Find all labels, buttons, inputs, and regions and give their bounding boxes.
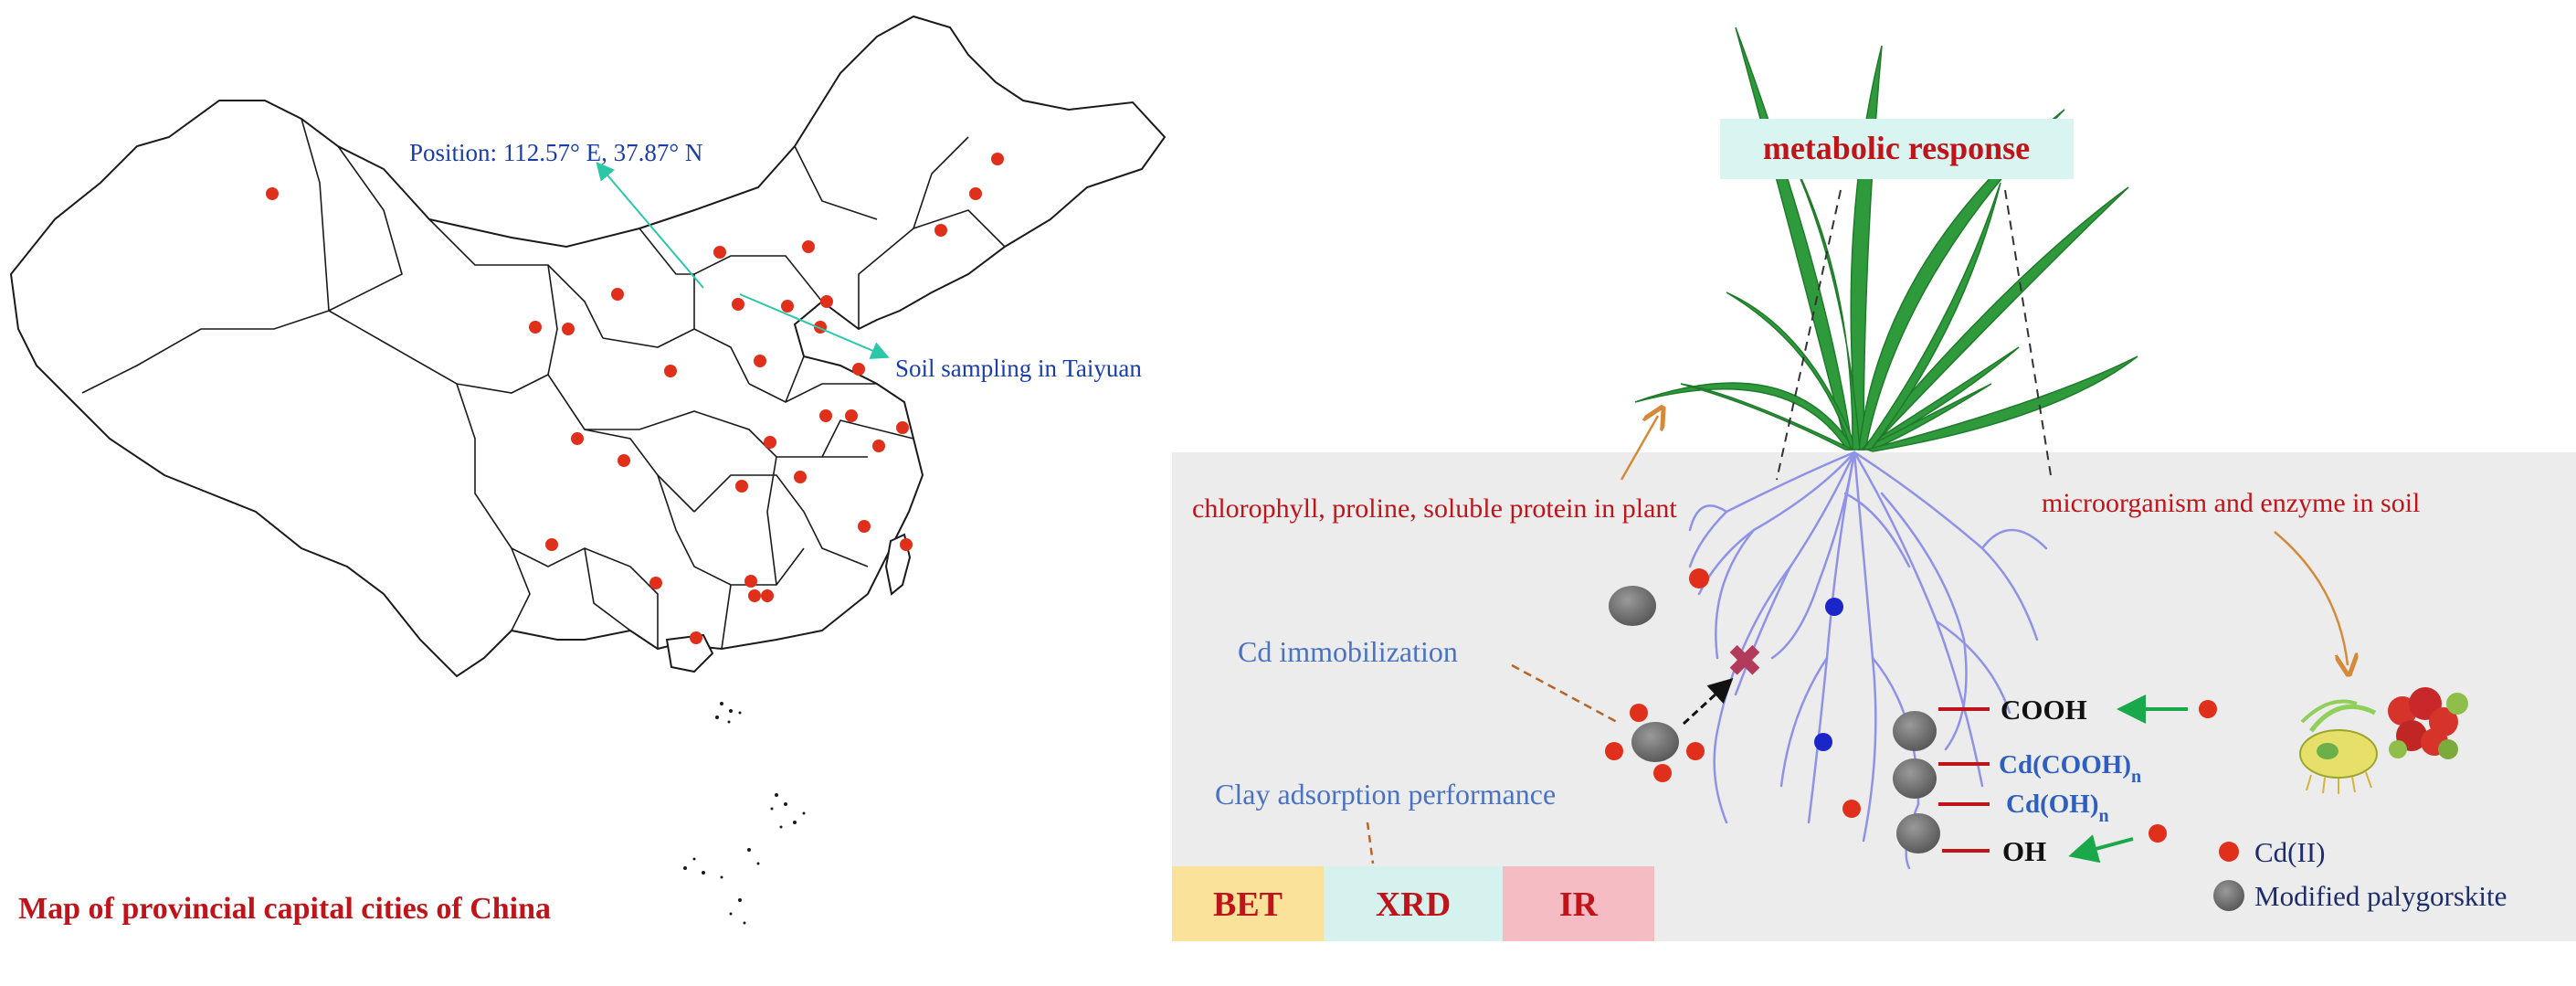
legend-cd-label: Cd(II) — [2254, 836, 2325, 868]
capital-marker — [744, 575, 757, 588]
capital-marker — [618, 454, 630, 467]
mechanism-schematic: metabolic response chlorophyll, prolin — [1172, 27, 2576, 941]
xrd-box — [1324, 866, 1503, 941]
oh-label: OH — [2002, 835, 2046, 867]
soil-panel — [1172, 452, 2576, 941]
ir-label: IR — [1559, 885, 1599, 924]
bet-label: BET — [1213, 885, 1283, 924]
south-sea-islands — [683, 702, 806, 925]
root-system — [1688, 451, 2048, 870]
capital-marker — [266, 187, 279, 200]
sampling-arrow — [739, 293, 890, 359]
hainan-outline — [665, 633, 714, 673]
province-borders — [81, 118, 1006, 650]
capital-marker — [794, 471, 807, 483]
metabolic-link-right — [2004, 189, 2052, 476]
capital-marker — [764, 436, 776, 449]
adsorption-link — [1366, 822, 1375, 864]
capital-marker — [896, 421, 909, 434]
plant-shoot — [1634, 27, 2138, 452]
capital-marker — [845, 409, 858, 422]
capital-marker — [562, 323, 575, 335]
capital-marker — [529, 321, 542, 334]
capital-marker — [735, 480, 748, 493]
cd-ions — [1605, 568, 2217, 843]
capital-markers — [266, 153, 1004, 644]
china-outline — [9, 15, 1167, 678]
soil-biology-arrow — [2274, 531, 2348, 665]
china-map: Position: 112.57° E, 37.87° N Soil sampl… — [9, 15, 1167, 926]
uptake-arrow — [1682, 677, 1734, 726]
cd-cooh-label: Cd(COOH)n — [1999, 750, 2141, 787]
capital-marker — [852, 363, 865, 376]
clay-adsorption-label: Clay adsorption performance — [1215, 778, 1556, 811]
capital-marker — [732, 298, 744, 311]
map-title: Map of provincial capital cities of Chin… — [18, 892, 551, 926]
ir-box — [1503, 866, 1654, 941]
position-arrow — [596, 161, 704, 289]
capital-marker — [571, 432, 584, 445]
capital-marker — [969, 187, 982, 200]
capital-marker — [934, 224, 947, 237]
capital-marker — [611, 288, 624, 301]
cooh-label: COOH — [2001, 694, 2087, 726]
clay-particles — [1609, 586, 1940, 853]
xrd-label: XRD — [1376, 885, 1451, 924]
capital-marker — [664, 365, 677, 377]
cd-oh-label: Cd(OH)n — [2006, 790, 2109, 826]
capital-marker — [872, 440, 885, 452]
soil-biology-label: microorganism and enzyme in soil — [2042, 488, 2420, 518]
capital-marker — [991, 153, 1004, 165]
legend-clay-swatch — [2213, 880, 2244, 911]
plant-indices-arrow — [1620, 416, 1658, 481]
capital-marker — [690, 631, 702, 644]
position-label: Position: 112.57° E, 37.87° N — [409, 139, 702, 166]
capital-marker — [781, 300, 794, 313]
legend-cd-swatch — [2219, 842, 2239, 862]
oh-binding-arrow — [2068, 834, 2134, 864]
metabolic-box — [1720, 119, 2074, 179]
capital-marker — [900, 538, 913, 551]
metabolic-link-left — [1776, 189, 1842, 481]
capital-marker — [820, 295, 833, 308]
sampling-label: Soil sampling in Taiyuan — [895, 355, 1142, 382]
metabolic-label: metabolic response — [1763, 130, 2030, 166]
plant-indices-label: chlorophyll, proline, soluble protein in… — [1192, 493, 1677, 524]
capital-marker — [858, 520, 871, 533]
microorganism-icon — [2299, 687, 2468, 794]
characterization-boxes: BET XRD IR — [1172, 866, 1654, 941]
capital-marker — [649, 577, 662, 589]
bet-box — [1172, 866, 1324, 941]
capital-marker — [761, 589, 774, 602]
capital-marker — [713, 246, 726, 259]
blue-particles — [1814, 598, 1843, 751]
cd-immobilization-label: Cd immobilization — [1238, 635, 1458, 668]
legend: Cd(II) Modified palygorskite — [2213, 836, 2507, 912]
capital-marker — [802, 240, 815, 253]
capital-marker — [748, 589, 761, 602]
legend-clay-label: Modified palygorskite — [2254, 880, 2507, 912]
capital-marker — [545, 538, 558, 551]
functional-group-bonds — [1938, 707, 1990, 853]
blocked-uptake-icon: ✖ — [1727, 638, 1763, 684]
capital-marker — [819, 409, 832, 422]
immobilization-link — [1511, 663, 1618, 724]
capital-marker — [754, 355, 766, 367]
